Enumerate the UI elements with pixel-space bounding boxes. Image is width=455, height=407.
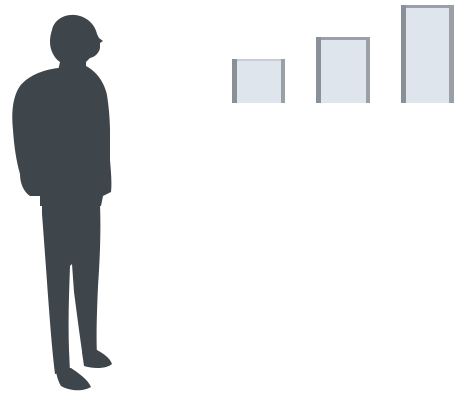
person-right-shoe (82, 350, 112, 368)
medium-frame-icon (316, 37, 370, 103)
large-frame-icon (401, 5, 454, 103)
standing-person-silhouette-icon (12, 15, 112, 390)
person-torso (12, 66, 111, 206)
person-left-shoe (56, 368, 91, 390)
small-frame-icon (232, 59, 285, 103)
person-head (50, 15, 103, 71)
person-legs (42, 204, 100, 374)
